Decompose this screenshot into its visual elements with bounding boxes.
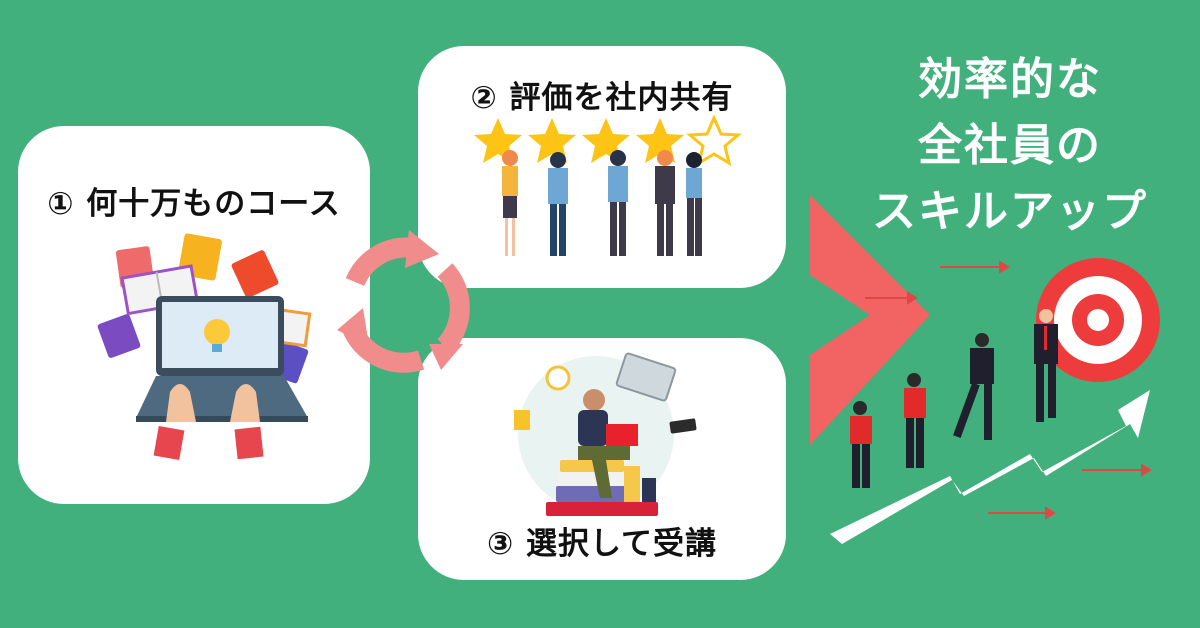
headline-line-3: スキルアップ <box>872 186 1148 237</box>
step-1-title: ① 何十万ものコース <box>47 186 341 222</box>
step-3-card: ③ 選択して受講 <box>418 338 786 580</box>
studying-person-illustration <box>514 352 697 516</box>
team-people <box>502 150 702 256</box>
climbing-team <box>850 309 1058 488</box>
laptop-books-illustration <box>97 233 312 461</box>
headline-line-1: 効率的な <box>918 54 1102 105</box>
headline-line-2: 全社員の <box>918 120 1102 171</box>
chevron-arrow-icon <box>810 195 930 445</box>
step-1-card: ① 何十万ものコース <box>18 126 370 504</box>
star-rating-icon <box>474 116 740 256</box>
cycle-arrows-icon <box>337 230 470 373</box>
step-2-title: ② 評価を社内共有 <box>470 80 734 116</box>
step-2-card: ② 評価を社内共有 <box>418 46 786 288</box>
step-3-title: ③ 選択して受講 <box>486 526 718 562</box>
team-climbing-to-target-illustration <box>830 258 1160 544</box>
